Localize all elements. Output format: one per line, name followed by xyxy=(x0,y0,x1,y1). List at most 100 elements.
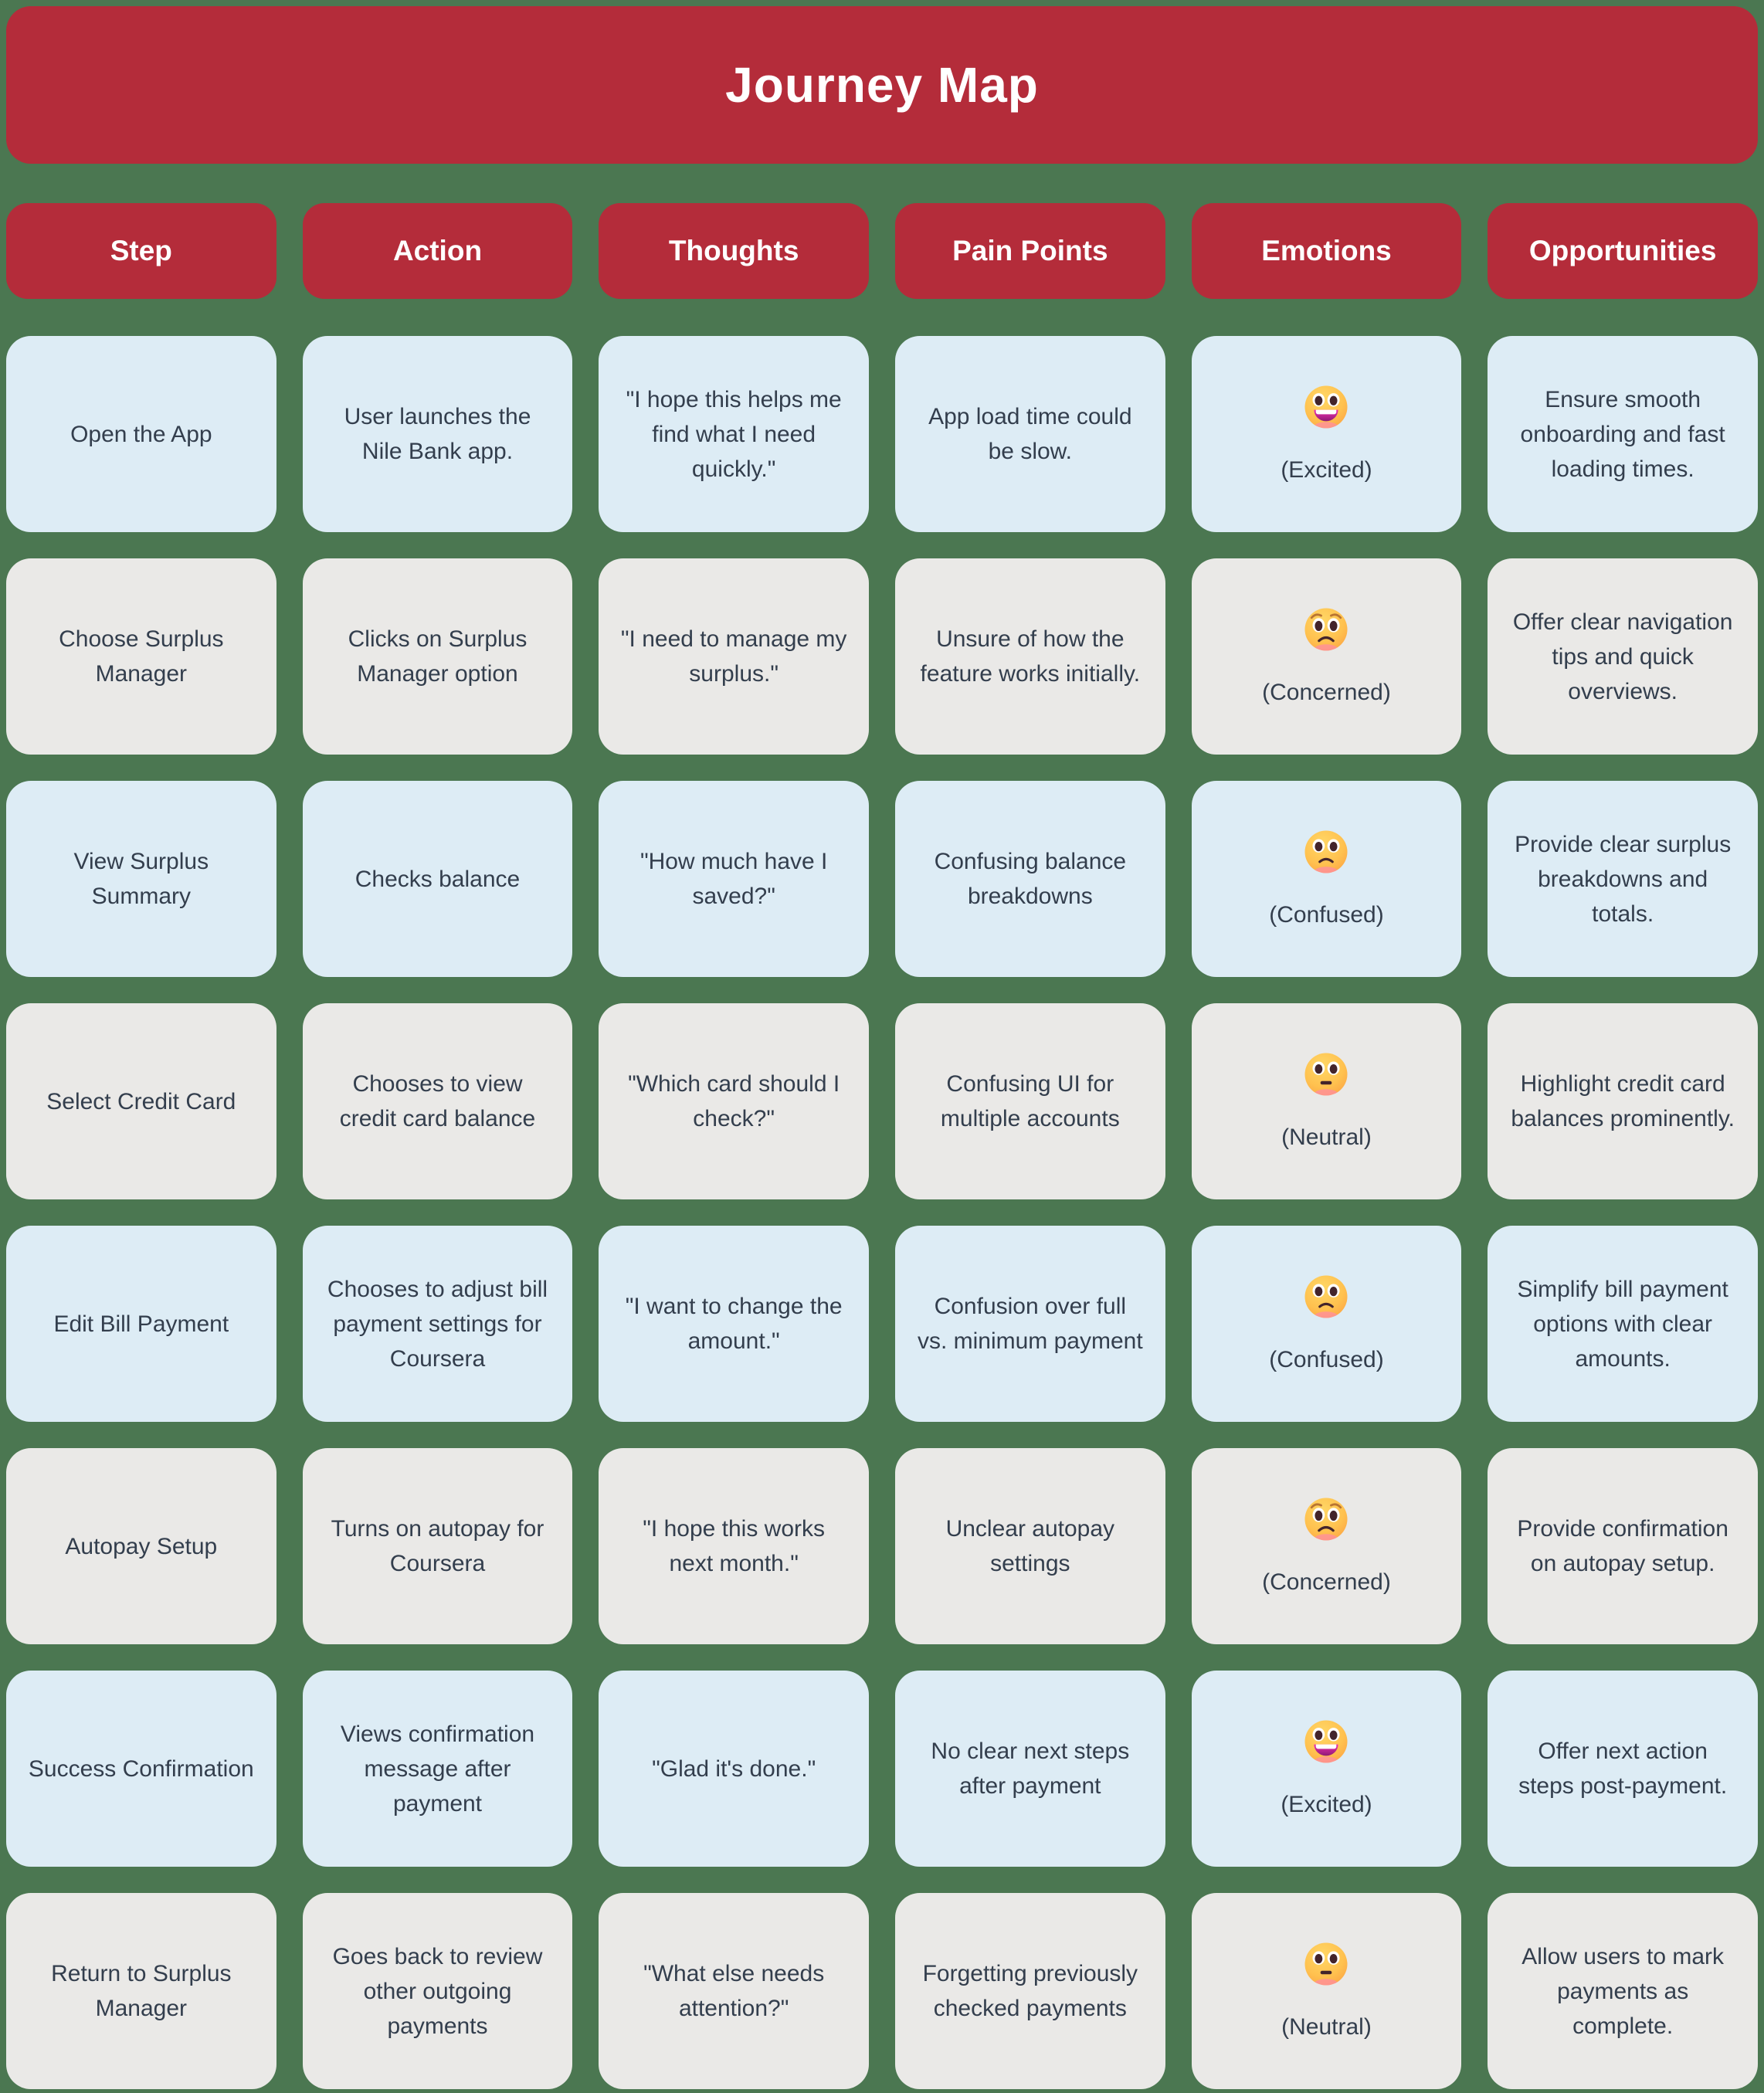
pain-points-cell: Confusion over full vs. minimum payment xyxy=(894,1226,1165,1422)
step-cell: Choose Surplus Manager xyxy=(6,558,276,755)
action-cell: User launches the Nile Bank app. xyxy=(302,336,573,532)
step-text: Select Credit Card xyxy=(46,1088,236,1114)
column-header-label: Emotions xyxy=(1261,235,1392,266)
column-headers: Step Action Thoughts Pain Points Emotion… xyxy=(6,203,1758,299)
thoughts-text: "Glad it's done." xyxy=(652,1755,816,1782)
step-cell: Autopay Setup xyxy=(6,1448,276,1644)
step-text: Choose Surplus Manager xyxy=(59,626,224,687)
action-cell: Views confirmation message after payment xyxy=(302,1671,573,1867)
pain-points-text: Forgetting previously checked payments xyxy=(922,1961,1138,2021)
opportunities-text: Simplify bill payment options with clear… xyxy=(1517,1276,1728,1372)
column-header-label: Thoughts xyxy=(668,235,799,266)
emotion-cell: (Concerned) xyxy=(1191,1448,1462,1644)
confused-face-icon xyxy=(1301,826,1352,877)
pain-points-text: Unsure of how the feature works initiall… xyxy=(920,626,1141,687)
thoughts-cell: "How much have I saved?" xyxy=(599,781,869,977)
action-cell: Chooses to adjust bill payment settings … xyxy=(302,1226,573,1422)
pain-points-cell: Unclear autopay settings xyxy=(894,1448,1165,1644)
action-text: Chooses to adjust bill payment settings … xyxy=(327,1276,548,1372)
emotion-cell: (Confused) xyxy=(1191,781,1462,977)
neutral-face-icon xyxy=(1301,1939,1352,1990)
pain-points-cell: No clear next steps after payment xyxy=(894,1671,1165,1867)
action-text: Goes back to review other outgoing payme… xyxy=(332,1943,543,2039)
pain-points-cell: App load time could be slow. xyxy=(894,336,1165,532)
opportunities-text: Offer next action steps post-payment. xyxy=(1518,1739,1728,1799)
column-header-label: Step xyxy=(110,235,172,266)
opportunities-cell: Provide clear surplus breakdowns and tot… xyxy=(1488,781,1758,977)
title-bar: Journey Map xyxy=(6,6,1758,164)
pain-points-cell: Confusing UI for multiple accounts xyxy=(894,1003,1165,1199)
action-text: User launches the Nile Bank app. xyxy=(344,404,531,464)
thoughts-cell: "I hope this works next month." xyxy=(599,1448,869,1644)
column-header-label: Opportunities xyxy=(1528,235,1717,266)
opportunities-text: Highlight credit card balances prominent… xyxy=(1511,1071,1735,1131)
opportunities-cell: Offer clear navigation tips and quick ov… xyxy=(1488,558,1758,755)
step-text: Success Confirmation xyxy=(28,1755,254,1782)
emotion-cell: (Concerned) xyxy=(1191,558,1462,755)
thoughts-text: "Which card should I check?" xyxy=(628,1071,840,1131)
column-header-label: Action xyxy=(392,235,483,266)
opportunities-cell: Simplify bill payment options with clear… xyxy=(1488,1226,1758,1422)
step-cell: Success Confirmation xyxy=(6,1671,276,1867)
emotion-cell: (Neutral) xyxy=(1191,1893,1462,2089)
step-text: Open the App xyxy=(70,421,212,447)
excited-face-icon xyxy=(1301,1716,1352,1767)
opportunities-text: Provide clear surplus breakdowns and tot… xyxy=(1515,831,1732,927)
emotion-cell: (Confused) xyxy=(1191,1226,1462,1422)
excited-face-icon xyxy=(1301,382,1352,433)
step-cell: Return to Surplus Manager xyxy=(6,1893,276,2089)
action-cell: Chooses to view credit card balance xyxy=(302,1003,573,1199)
neutral-face-icon xyxy=(1301,1049,1352,1100)
step-text: Edit Bill Payment xyxy=(53,1311,229,1337)
emotion-label: (Excited) xyxy=(1281,456,1372,483)
thoughts-cell: "I need to manage my surplus." xyxy=(599,558,869,755)
opportunities-cell: Provide confirmation on autopay setup. xyxy=(1488,1448,1758,1644)
column-header-label: Pain Points xyxy=(952,235,1108,266)
concerned-face-icon xyxy=(1301,604,1352,655)
emotion-label: (Concerned) xyxy=(1262,679,1391,705)
opportunities-cell: Ensure smooth onboarding and fast loadin… xyxy=(1488,336,1758,532)
thoughts-cell: "Glad it's done." xyxy=(599,1671,869,1867)
confused-face-icon xyxy=(1301,1271,1352,1322)
emotion-label: (Excited) xyxy=(1281,1791,1372,1817)
thoughts-text: "What else needs attention?" xyxy=(643,1961,825,2021)
column-header-pain-points: Pain Points xyxy=(894,203,1165,299)
step-text: View Surplus Summary xyxy=(73,849,209,909)
column-header-emotions: Emotions xyxy=(1191,203,1462,299)
thoughts-cell: "What else needs attention?" xyxy=(599,1893,869,2089)
emotion-cell: (Excited) xyxy=(1191,1671,1462,1867)
opportunities-text: Offer clear navigation tips and quick ov… xyxy=(1512,609,1733,704)
emotion-label: (Concerned) xyxy=(1262,1569,1391,1595)
thoughts-cell: "Which card should I check?" xyxy=(599,1003,869,1199)
page-title: Journey Map xyxy=(725,57,1039,113)
pain-points-cell: Confusing balance breakdowns xyxy=(894,781,1165,977)
action-cell: Checks balance xyxy=(302,781,573,977)
thoughts-text: "I hope this works next month." xyxy=(643,1516,826,1576)
column-header-action: Action xyxy=(302,203,573,299)
opportunities-text: Ensure smooth onboarding and fast loadin… xyxy=(1520,386,1725,482)
thoughts-text: "How much have I saved?" xyxy=(639,849,828,909)
opportunities-cell: Highlight credit card balances prominent… xyxy=(1488,1003,1758,1199)
pain-points-text: Confusing UI for multiple accounts xyxy=(940,1071,1120,1131)
pain-points-text: Confusion over full vs. minimum payment xyxy=(917,1294,1143,1354)
step-cell: Edit Bill Payment xyxy=(6,1226,276,1422)
opportunities-cell: Allow users to mark payments as complete… xyxy=(1488,1893,1758,2089)
action-cell: Goes back to review other outgoing payme… xyxy=(302,1893,573,2089)
action-text: Chooses to view credit card balance xyxy=(339,1071,536,1131)
opportunities-cell: Offer next action steps post-payment. xyxy=(1488,1671,1758,1867)
action-text: Checks balance xyxy=(354,866,521,892)
pain-points-text: No clear next steps after payment xyxy=(931,1739,1130,1799)
pain-points-text: Confusing balance breakdowns xyxy=(934,849,1127,909)
emotion-cell: (Excited) xyxy=(1191,336,1462,532)
action-cell: Clicks on Surplus Manager option xyxy=(302,558,573,755)
emotion-label: (Neutral) xyxy=(1281,1124,1372,1150)
thoughts-cell: "I hope this helps me find what I need q… xyxy=(599,336,869,532)
action-text: Clicks on Surplus Manager option xyxy=(348,626,528,687)
emotion-label: (Confused) xyxy=(1269,901,1384,928)
thoughts-text: "I hope this helps me find what I need q… xyxy=(626,386,842,482)
column-header-thoughts: Thoughts xyxy=(599,203,869,299)
action-cell: Turns on autopay for Coursera xyxy=(302,1448,573,1644)
journey-rows: Open the App User launches the Nile Bank… xyxy=(6,336,1758,2093)
concerned-face-icon xyxy=(1301,1494,1352,1545)
opportunities-text: Allow users to mark payments as complete… xyxy=(1521,1943,1725,2039)
